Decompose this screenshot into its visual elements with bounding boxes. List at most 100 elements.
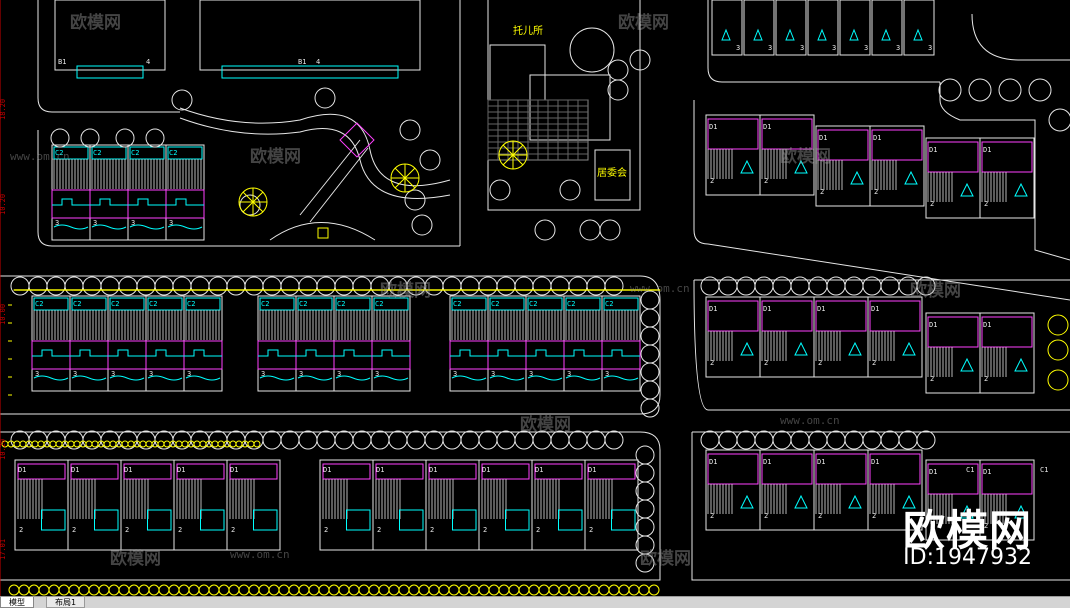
- tree: [138, 584, 150, 596]
- tree: [588, 584, 600, 596]
- tree: [640, 308, 660, 328]
- townhouse-garden: [399, 509, 424, 531]
- row-house-wall: [32, 349, 70, 357]
- road-edge: [37, 130, 460, 247]
- watermark-logo: 欧模网: [618, 13, 669, 33]
- triangle-symbol: [904, 170, 918, 185]
- townhouse-roof: [981, 316, 1033, 348]
- road-edge: [707, 0, 940, 83]
- triangle-symbol: [1014, 504, 1028, 519]
- row-house-hedge: [129, 224, 165, 230]
- watermark-logo: 欧模网: [70, 13, 121, 33]
- tree: [368, 584, 380, 596]
- townhouse-roof: [229, 463, 278, 480]
- tree: [419, 149, 441, 171]
- tree: [193, 440, 201, 448]
- unit-label: C2: [337, 300, 345, 308]
- row-house-front: [335, 297, 371, 311]
- row-house-wall: [450, 349, 488, 357]
- tree: [64, 276, 84, 296]
- row-house-wall: [372, 349, 410, 357]
- tree: [158, 584, 170, 596]
- unit-label: 4: [146, 58, 150, 66]
- unit-label: 3: [491, 370, 495, 378]
- tree: [496, 276, 516, 296]
- tree: [172, 276, 192, 296]
- unit-label: D1: [763, 458, 771, 466]
- tree: [208, 276, 228, 296]
- unit-label: 2: [324, 526, 328, 534]
- tree: [50, 128, 70, 148]
- tree: [586, 276, 606, 296]
- tab-layout-1[interactable]: 布局1: [46, 597, 86, 608]
- tree-branch: [252, 191, 264, 203]
- townhouse-unit: [775, 0, 807, 56]
- unit-label: D1: [709, 123, 717, 131]
- tree: [844, 430, 864, 450]
- tree: [826, 430, 846, 450]
- tree: [558, 584, 570, 596]
- row-house-hedge: [91, 224, 127, 230]
- townhouse-roof: [428, 463, 477, 480]
- row-house-hedge: [335, 375, 371, 381]
- triangle-symbol: [902, 494, 916, 509]
- tree: [217, 440, 225, 448]
- tree: [98, 584, 110, 596]
- tree: [618, 584, 630, 596]
- townhouse-unit: [979, 312, 1035, 394]
- unit-label: D1: [983, 321, 991, 329]
- tree: [442, 276, 462, 296]
- unit-label: 3: [299, 370, 303, 378]
- row-house-wall: [146, 349, 184, 357]
- tree: [498, 584, 510, 596]
- tree: [635, 517, 655, 537]
- tree: [10, 276, 30, 296]
- tree: [538, 584, 550, 596]
- townhouse-roof: [481, 463, 530, 480]
- triangle-symbol: [794, 341, 808, 356]
- tree: [579, 219, 601, 241]
- tree: [103, 440, 111, 448]
- unit-label: D1: [124, 466, 132, 474]
- tab-model[interactable]: 模型: [0, 597, 34, 608]
- tree: [228, 584, 240, 596]
- tree: [280, 276, 300, 296]
- unit-label: D1: [817, 458, 825, 466]
- tree: [18, 584, 30, 596]
- tree: [278, 584, 290, 596]
- row-house-wall: [334, 349, 372, 357]
- unit-label: C2: [131, 149, 139, 157]
- tree: [239, 194, 261, 216]
- unit-label: C2: [187, 300, 195, 308]
- tree: [635, 481, 655, 501]
- tree: [190, 430, 210, 450]
- unit-label: 3: [131, 219, 135, 227]
- townhouse-roof: [869, 300, 921, 332]
- tree: [154, 430, 174, 450]
- tree: [478, 584, 490, 596]
- tree: [608, 584, 620, 596]
- unit-label: 2: [430, 526, 434, 534]
- tree: [115, 128, 135, 148]
- unit-label: D1: [230, 466, 238, 474]
- tree: [534, 219, 556, 241]
- apartment-balcony: [221, 65, 399, 79]
- townhouse-roof: [927, 463, 979, 495]
- unit-label: D1: [482, 466, 490, 474]
- row-house-yard: [183, 340, 223, 370]
- tree: [139, 440, 147, 448]
- tree: [28, 584, 40, 596]
- tree: [181, 440, 189, 448]
- tree: [718, 430, 738, 450]
- tree: [78, 584, 90, 596]
- tree: [136, 276, 156, 296]
- tree: [478, 430, 498, 450]
- unit-label: 3: [832, 44, 836, 52]
- unit-label: 3: [605, 370, 609, 378]
- townhouse-garden: [94, 509, 119, 531]
- tree: [171, 89, 193, 111]
- watermark-logo: 欧模网: [110, 549, 161, 569]
- row-house-yard: [525, 340, 565, 370]
- row-house-front: [259, 297, 295, 311]
